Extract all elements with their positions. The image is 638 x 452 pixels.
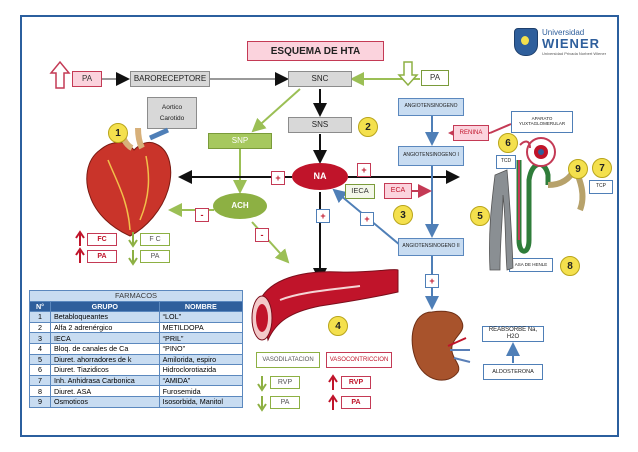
- angiotensina-i-box: ANGIOTENSINOGENO I: [398, 146, 464, 166]
- snp-box: SNP: [208, 133, 272, 149]
- ieca-box: IECA: [345, 184, 375, 199]
- pa-left-box: PA: [72, 71, 102, 87]
- pa-up-left-box: PA: [87, 250, 117, 263]
- tcd-box: TCD: [496, 155, 516, 169]
- crest-icon: [514, 28, 538, 56]
- minus-sign: -: [195, 208, 209, 222]
- ach-ellipse: ACH: [213, 193, 267, 219]
- tcp-box: TCP: [589, 180, 613, 194]
- asa-henle-box: ASA DE HENLE: [509, 258, 553, 272]
- eca-box: ECA: [384, 183, 412, 199]
- angiotensina-ii-box: ANGIOTENSINOGENO II: [398, 238, 464, 256]
- aortico-carotido-box: Aortico Carotido: [147, 97, 197, 129]
- pa-right-box: PA: [421, 70, 449, 86]
- university-logo: Universidad WIENER Universidad Privada N…: [514, 24, 614, 64]
- number-badge-4: 4: [328, 316, 348, 336]
- baroreceptor-box: BARORECEPTORE: [130, 71, 210, 87]
- number-badge-9: 9: [568, 159, 588, 179]
- minus-sign: -: [255, 228, 269, 242]
- fc-up-box: FC: [87, 233, 117, 246]
- vasodilatacion-box: VASODILATACION: [256, 352, 320, 368]
- na-ellipse: NA: [292, 163, 348, 190]
- number-badge-8: 8: [560, 256, 580, 276]
- plus-sign: +: [360, 212, 374, 226]
- fc-down-box: F C: [140, 233, 170, 246]
- logo-tagline: Universidad Privada Norbert Wiener: [542, 51, 607, 56]
- column-header: GRUPO: [50, 300, 160, 313]
- plus-sign: +: [316, 209, 330, 223]
- aparato-box: APARATO YUXTAGLOMERULAR: [511, 111, 573, 133]
- rvp-down-box: RVP: [270, 376, 300, 389]
- logo-line2: WIENER: [542, 36, 600, 51]
- renina-box: RENINA: [453, 125, 489, 141]
- snc-box: SNC: [288, 71, 352, 87]
- column-header: N°: [29, 300, 51, 313]
- number-badge-2: 2: [358, 117, 378, 137]
- sns-box: SNS: [288, 117, 352, 133]
- outer-frame: [20, 15, 619, 437]
- pa-down-box: PA: [270, 396, 300, 409]
- aortico-label: Aortico: [161, 103, 183, 111]
- rvp-up-box: RVP: [341, 376, 371, 389]
- logo-line1: Universidad: [542, 28, 585, 37]
- number-badge-1: 1: [108, 123, 128, 143]
- farmacos-caption: FARMACOS: [29, 290, 243, 302]
- number-badge-5: 5: [470, 206, 490, 226]
- pa-up-box: PA: [341, 396, 371, 409]
- diagram-title: ESQUEMA DE HTA: [247, 41, 384, 61]
- carotido-label: Carotido: [159, 115, 185, 122]
- number-badge-6: 6: [498, 133, 518, 153]
- reabsorbe-box: REABSORBE Na, H2O: [482, 326, 544, 342]
- aldosterona-box: ALDOSTERONA: [483, 364, 543, 380]
- number-badge-7: 7: [592, 158, 612, 178]
- column-header: NOMBRE: [158, 300, 244, 313]
- plus-sign: +: [271, 171, 285, 185]
- plus-sign: +: [425, 274, 439, 288]
- vasoconstriccion-box: VASOCONTRICCION: [326, 352, 392, 368]
- pa-down-left-box: PA: [140, 250, 170, 263]
- plus-sign: +: [357, 163, 371, 177]
- number-badge-3: 3: [393, 205, 413, 225]
- angiotensinogeno-box: ANGIOTENSINOGENO: [398, 98, 464, 116]
